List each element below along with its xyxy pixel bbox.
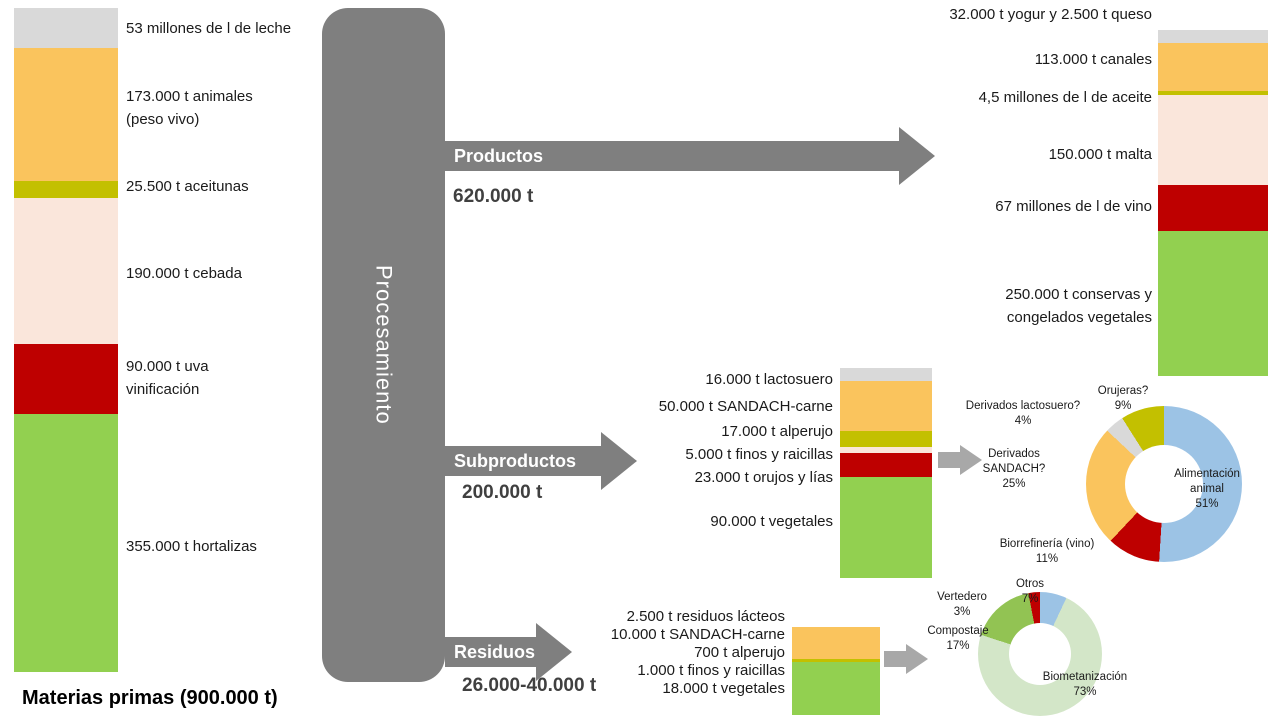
arrow-body: Productos xyxy=(445,141,899,171)
productos-flow-amount: 620.000 t xyxy=(453,186,534,207)
arrow-head-icon xyxy=(536,623,572,681)
donut-slice-label: Otros 7% xyxy=(1015,578,1045,605)
residuos-flow-label: Residuos xyxy=(454,641,536,662)
subproductos-flow-label: Subproductos xyxy=(454,450,576,471)
productos-bar xyxy=(1158,30,1268,376)
donut-slice-label: Alimentación animal 51% xyxy=(1174,468,1240,510)
arrow-body: Residuos xyxy=(445,637,536,667)
process-label: Procesamiento xyxy=(371,265,397,425)
donut-slice-label: Derivados SANDACH? 25% xyxy=(982,448,1046,490)
bar-segment xyxy=(1158,95,1268,185)
subproductos-label: 17.000 t alperujo xyxy=(721,423,833,440)
bar-segment xyxy=(792,659,880,662)
connector-arrow xyxy=(938,445,982,475)
materias-primas-caption: Materias primas (900.000 t) xyxy=(22,687,278,709)
materias-primas-label: 355.000 t hortalizas xyxy=(126,538,257,555)
bar-segment xyxy=(1158,91,1268,95)
bar-segment xyxy=(14,181,118,198)
subproductos-flow-amount: 200.000 t xyxy=(462,482,543,503)
subproductos-label: 23.000 t orujos y lías xyxy=(694,469,833,486)
productos-flow-arrow: Productos xyxy=(445,127,935,185)
productos-label: 250.000 t conservas y congelados vegetal… xyxy=(1005,286,1152,326)
subproductos-label: 16.000 t lactosuero xyxy=(705,371,833,388)
residuos-flow-arrow: Residuos xyxy=(445,623,572,681)
bar-segment xyxy=(840,431,932,447)
materias-primas-label: 190.000 t cebada xyxy=(126,265,242,282)
materias-primas-label: 53 millones de l de leche xyxy=(126,20,292,37)
donut-slice-label: Orujeras? 9% xyxy=(1097,385,1149,412)
materias-primas-label: 173.000 t animales (peso vivo) xyxy=(126,88,253,128)
bar-segment xyxy=(792,662,880,715)
residuos-flow-amount: 26.000-40.000 t xyxy=(462,675,597,696)
productos-label: 32.000 t yogur y 2.500 t queso xyxy=(949,6,1152,23)
bar-segment xyxy=(840,447,932,453)
bar-segment xyxy=(14,344,118,414)
bar-segment xyxy=(1158,30,1268,43)
bar-segment xyxy=(840,477,932,578)
bar-segment xyxy=(792,627,880,659)
productos-label: 113.000 t canales xyxy=(1034,51,1152,68)
residuos-bar xyxy=(792,627,880,715)
donut-slice-label: Biorrefinería (vino) 11% xyxy=(999,538,1095,565)
residuos-label: 700 t alperujo xyxy=(694,644,785,661)
materias-primas-label: 25.500 t aceitunas xyxy=(126,178,249,195)
arrow-head-icon xyxy=(960,445,982,475)
bar-segment xyxy=(14,8,118,48)
subproductos-label: 5.000 t finos y raicillas xyxy=(685,446,833,463)
materias-primas-bar xyxy=(14,8,118,672)
arrow-body xyxy=(938,452,960,468)
bar-segment xyxy=(1158,231,1268,376)
bar-segment xyxy=(1158,43,1268,91)
subproductos-donut-chart xyxy=(1086,406,1242,562)
process-box: Procesamiento xyxy=(322,8,445,682)
arrow-head-icon xyxy=(601,432,637,490)
materias-primas-label: 90.000 t uva vinificación xyxy=(126,358,209,398)
subproductos-label: 50.000 t SANDACH-carne xyxy=(658,398,833,415)
donut-slice-label: Biometanización 73% xyxy=(1042,671,1128,698)
residuos-label: 2.500 t residuos lácteos xyxy=(626,608,785,625)
subproductos-flow-arrow: Subproductos xyxy=(445,432,637,490)
connector-arrow xyxy=(884,644,928,674)
productos-label: 4,5 millones de l de aceite xyxy=(978,89,1152,106)
bar-segment xyxy=(14,414,118,672)
arrow-head-icon xyxy=(899,127,935,185)
subproductos-bar xyxy=(840,368,932,578)
bar-segment xyxy=(14,198,118,344)
productos-label: 150.000 t malta xyxy=(1048,146,1152,163)
donut-slice-label: Vertedero 3% xyxy=(937,591,987,618)
donut-slice-label: Compostaje 17% xyxy=(927,625,989,652)
arrow-head-icon xyxy=(906,644,928,674)
bar-segment xyxy=(840,368,932,381)
bar-segment xyxy=(840,381,932,431)
residuos-label: 18.000 t vegetales xyxy=(662,680,785,697)
arrow-body xyxy=(884,651,906,667)
bar-segment xyxy=(840,453,932,477)
arrow-body: Subproductos xyxy=(445,446,601,476)
residuos-label: 1.000 t finos y raicillas xyxy=(637,662,785,679)
residuos-donut-chart xyxy=(978,592,1102,716)
productos-label: 67 millones de l de vino xyxy=(995,198,1152,215)
bar-segment xyxy=(14,48,118,181)
residuos-label: 10.000 t SANDACH-carne xyxy=(610,626,785,643)
bar-segment xyxy=(1158,185,1268,231)
donut-slice-label: Derivados lactosuero? 4% xyxy=(965,400,1081,427)
productos-flow-label: Productos xyxy=(454,145,544,166)
subproductos-label: 90.000 t vegetales xyxy=(710,513,833,530)
